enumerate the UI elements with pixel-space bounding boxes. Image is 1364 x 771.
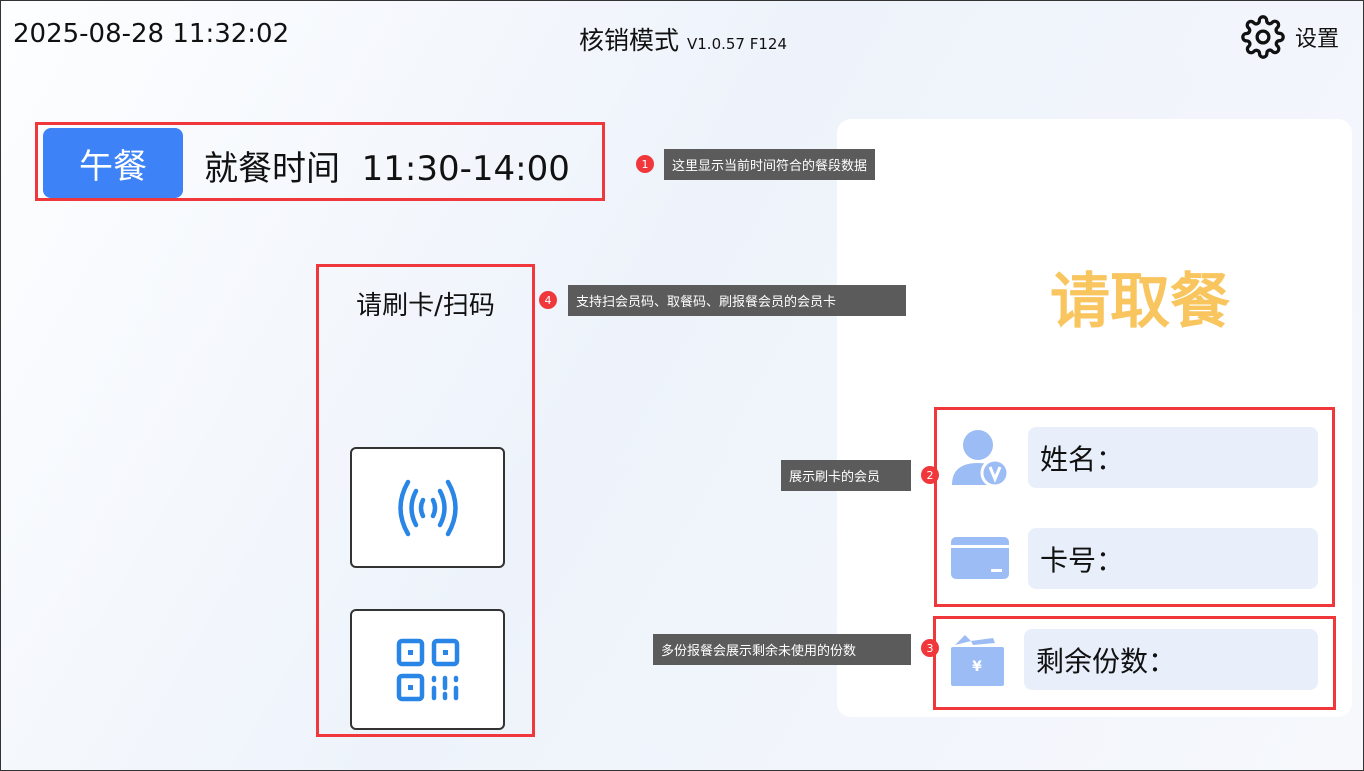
take-meal-prompt: 请取餐 [1050,267,1230,337]
annotation-marker: 2 [921,466,939,484]
remaining-highlight [933,616,1336,710]
card-number-field: 卡号： [1028,528,1318,589]
annotation-tooltip: 展示刷卡的会员 [781,460,911,491]
annotation-tooltip: 多份报餐会展示剩余未使用的份数 [653,634,911,665]
scan-highlight [316,264,535,737]
page-title: 核销模式 V1.0.57 F124 [1,21,1364,57]
qr-code-icon [396,638,459,701]
name-label: 姓名： [1040,442,1125,476]
annotation-marker: 3 [921,639,939,657]
nfc-icon [397,479,458,536]
annotation-tooltip: 支持扫会员码、取餐码、刷报餐会员的会员卡 [568,285,906,316]
scan-title: 请刷卡/扫码 [356,291,495,321]
card-number-label: 卡号： [1040,543,1125,577]
datetime: 2025-08-28 11:32:02 [13,19,290,49]
annotation-marker: 1 [636,155,654,173]
member-highlight [934,407,1335,607]
qr-scan-button[interactable] [350,609,505,730]
version: V1.0.57 F124 [687,35,787,53]
meal-button[interactable]: 午餐 [43,128,183,198]
annotation-tooltip: 这里显示当前时间符合的餐段数据 [664,149,876,180]
settings-label: 设置 [1295,27,1340,52]
card-icon [951,537,1009,579]
name-field: 姓名： [1028,427,1318,488]
nfc-card-button[interactable] [350,447,505,568]
meal-highlight [35,122,605,201]
meal-time: 就餐时间 11:30-14:00 [204,149,570,189]
mode-title: 核销模式 [578,26,679,55]
remaining-field: 剩余份数： [1024,629,1318,690]
gear-icon [1241,15,1285,59]
remaining-label: 剩余份数： [1036,644,1177,678]
member-verified-icon [952,430,1010,487]
annotation-marker: 4 [539,291,557,309]
wallet-yuan-icon: ¥ [951,635,1004,686]
svg-text:¥: ¥ [972,659,982,675]
settings-button[interactable]: 设置 [1241,15,1339,59]
